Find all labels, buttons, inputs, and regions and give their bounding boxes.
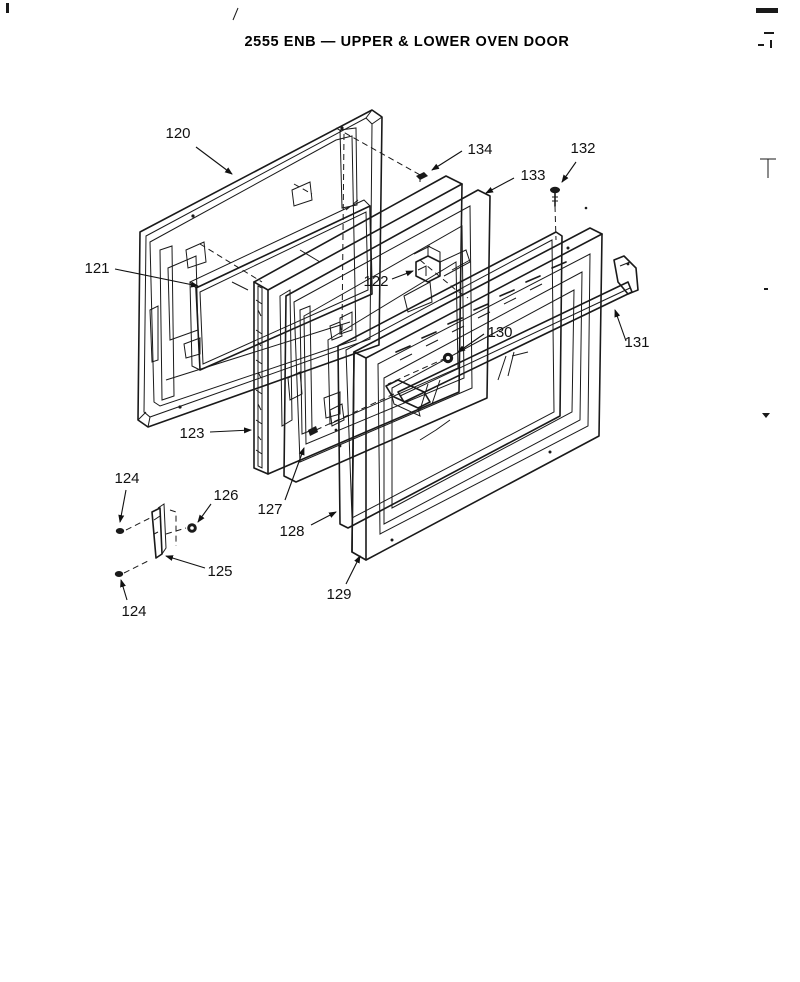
part-130-handle-screw [442,352,454,364]
callout-128: 128 [279,523,304,540]
callout-125: 125 [207,563,232,580]
part-122-handle-bracket [415,245,471,283]
part-125-hinge-bracket [151,503,167,559]
callout-123: 123 [179,425,204,442]
alignment-lines [123,127,557,574]
part-127-screw [308,426,318,436]
callout-127: 127 [257,501,282,518]
callout-129: 129 [326,586,351,603]
callout-134: 134 [467,141,492,158]
callout-131: 131 [624,334,649,351]
scan-marks [6,3,778,418]
callout-124-upper: 124 [114,470,139,487]
callout-120: 120 [165,125,190,142]
part-120-outer-door-panel [137,109,383,428]
part-129-outer-frame [351,227,603,561]
part-124-screw-upper [115,528,125,534]
part-123-door-liner [253,175,463,475]
callout-130: 130 [487,324,512,341]
callout-121: 121 [84,260,109,277]
part-128-gasket [337,231,563,529]
callout-124-lower: 124 [121,603,146,620]
callout-132: 132 [570,140,595,157]
callout-122: 122 [363,273,388,290]
leader-lines [114,146,627,601]
diagram-title: 2555 ENB — UPPER & LOWER OVEN DOOR [245,34,570,50]
part-124-screw-lower [114,571,124,577]
callout-133: 133 [520,167,545,184]
callout-126: 126 [213,487,238,504]
part-133-inner-frame [283,189,491,483]
callout-labels: 120 121 122 123 124 124 125 126 127 128 … [84,125,649,620]
part-134-screw [416,172,428,182]
part-126-nut [187,523,197,533]
part-132-screw [550,186,560,207]
